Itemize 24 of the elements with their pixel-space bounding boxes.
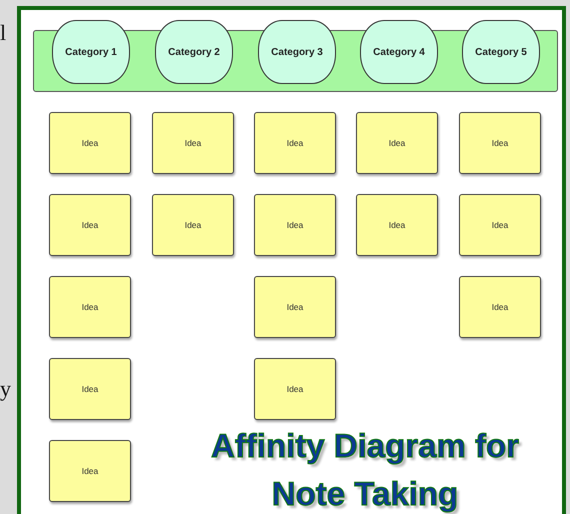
idea-note: Idea [49, 194, 131, 256]
idea-note: Idea [254, 358, 336, 420]
category-header: Category 2 [155, 20, 233, 84]
diagram-title: Affinity Diagram for Note Taking [210, 426, 520, 514]
idea-note: Idea [356, 112, 438, 174]
idea-note: Idea [459, 276, 541, 338]
category-header: Category 5 [462, 20, 540, 84]
idea-note: Idea [49, 440, 131, 502]
category-header: Category 4 [360, 20, 438, 84]
idea-note: Idea [49, 358, 131, 420]
idea-note: Idea [459, 112, 541, 174]
idea-note: Idea [459, 194, 541, 256]
idea-note: Idea [152, 194, 234, 256]
text-fragment: y [0, 376, 11, 402]
idea-note: Idea [254, 112, 336, 174]
idea-note: Idea [254, 194, 336, 256]
text-fragment: l [0, 20, 6, 46]
category-header: Category 3 [258, 20, 336, 84]
idea-note: Idea [49, 276, 131, 338]
idea-note: Idea [49, 112, 131, 174]
idea-note: Idea [152, 112, 234, 174]
idea-note: Idea [356, 194, 438, 256]
idea-note: Idea [254, 276, 336, 338]
category-header: Category 1 [52, 20, 130, 84]
